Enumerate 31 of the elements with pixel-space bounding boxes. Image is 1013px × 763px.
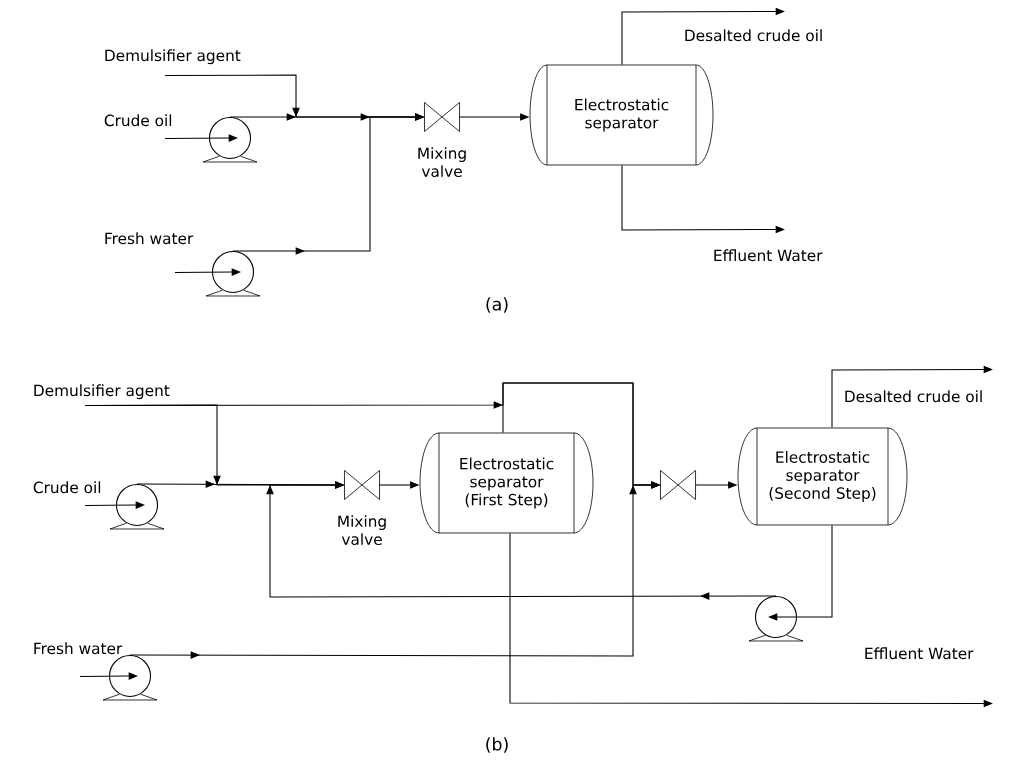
pipe-arrow <box>509 533 993 708</box>
separator-vessel: Electrostatic separator (Second Step) <box>737 427 908 526</box>
pipe-arrow <box>831 365 993 428</box>
stream-label: Fresh water <box>105 232 194 245</box>
separator-vessel: Electrostatic separator <box>529 64 714 166</box>
valve-symbol <box>660 470 696 500</box>
stream-label: Crude oil <box>104 114 172 127</box>
stream-label: Effluent Water <box>714 249 823 262</box>
stream-label: Effluent Water <box>865 647 974 660</box>
pipe-arrow <box>79 672 138 680</box>
stream-label: Desalted crude oil <box>685 29 822 42</box>
stream-label: Desalted crude oil <box>845 390 982 403</box>
pipe-arrow <box>621 7 785 65</box>
separator-vessel: Electrostatic separator (First Step) <box>419 432 594 534</box>
pump-symbol <box>109 483 165 530</box>
pipe-arrow <box>84 501 145 509</box>
pump-symbol <box>205 250 261 297</box>
pipe-arrow <box>174 268 241 276</box>
stream-label: Fresh water <box>34 642 123 655</box>
pipe-arrow <box>621 165 785 234</box>
stream-label: Demulsifier agent <box>105 49 241 65</box>
pump-symbol <box>202 116 258 163</box>
pump-symbol <box>102 654 158 701</box>
pipe-arrow <box>266 481 777 600</box>
panel-label: (a) <box>486 297 508 313</box>
panel-label: (b) <box>486 737 508 753</box>
pipe-arrow <box>164 134 238 142</box>
stream-label: Crude oil <box>33 481 101 494</box>
stream-label: Demulsifier agent <box>34 384 170 400</box>
pump-symbol <box>748 595 804 642</box>
pipe-arrow <box>768 525 833 621</box>
